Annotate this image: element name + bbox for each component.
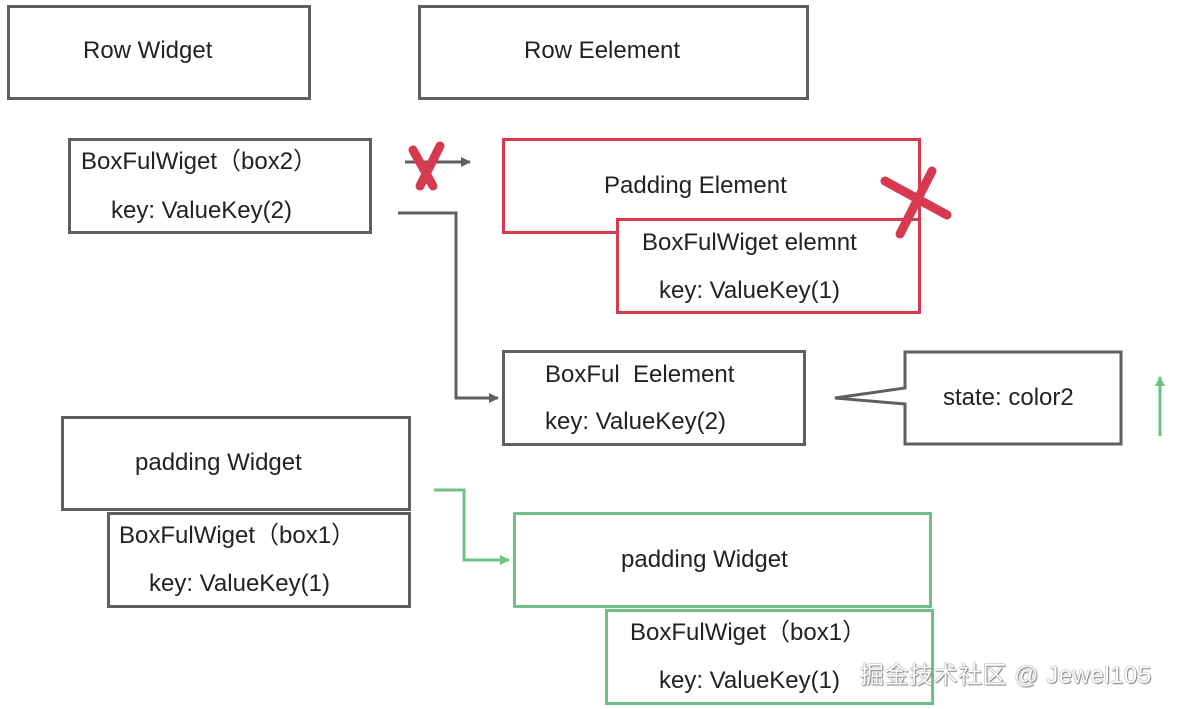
box2-widget-key: key: ValueKey(2) (111, 197, 292, 224)
box1-element-key: key: ValueKey(1) (659, 277, 840, 304)
box2-widget-node (68, 138, 372, 234)
box2-element-title: BoxFul Eelement (545, 361, 735, 388)
box2-element-node (502, 350, 806, 446)
new-box1-widget-title: BoxFulWiget（box1） (630, 619, 867, 646)
box2-link-arrow (398, 211, 499, 403)
padding-element-label: Padding Element (604, 172, 787, 199)
box1-widget-key: key: ValueKey(1) (149, 570, 330, 597)
padding-link-arrow (434, 488, 510, 565)
row-widget-node (7, 5, 311, 100)
box1-widget-title: BoxFulWiget（box1） (119, 522, 356, 549)
row-widget-label: Row Widget (83, 37, 213, 64)
padding-widget-label: padding Widget (135, 449, 302, 476)
state-callout-label: state: color2 (943, 384, 1074, 411)
watermark: 掘金技术社区 @ Jewel105 (860, 662, 1152, 689)
new-box1-widget-node (605, 609, 934, 705)
new-padding-widget-node (513, 512, 932, 608)
box2-element-key: key: ValueKey(2) (545, 408, 726, 435)
row-element-label: Row Eelement (524, 37, 681, 64)
new-box1-widget-key: key: ValueKey(1) (659, 667, 840, 694)
box1-element-node (616, 218, 921, 314)
box1-element-title: BoxFulWiget elemnt (642, 229, 857, 256)
row-element-node (418, 5, 809, 100)
new-padding-widget-label: padding Widget (621, 546, 788, 573)
box1-widget-node (107, 512, 411, 608)
padding-widget-node (61, 416, 411, 511)
box2-widget-title: BoxFulWiget（box2） (81, 148, 318, 175)
cross-mark-icon (408, 141, 445, 191)
